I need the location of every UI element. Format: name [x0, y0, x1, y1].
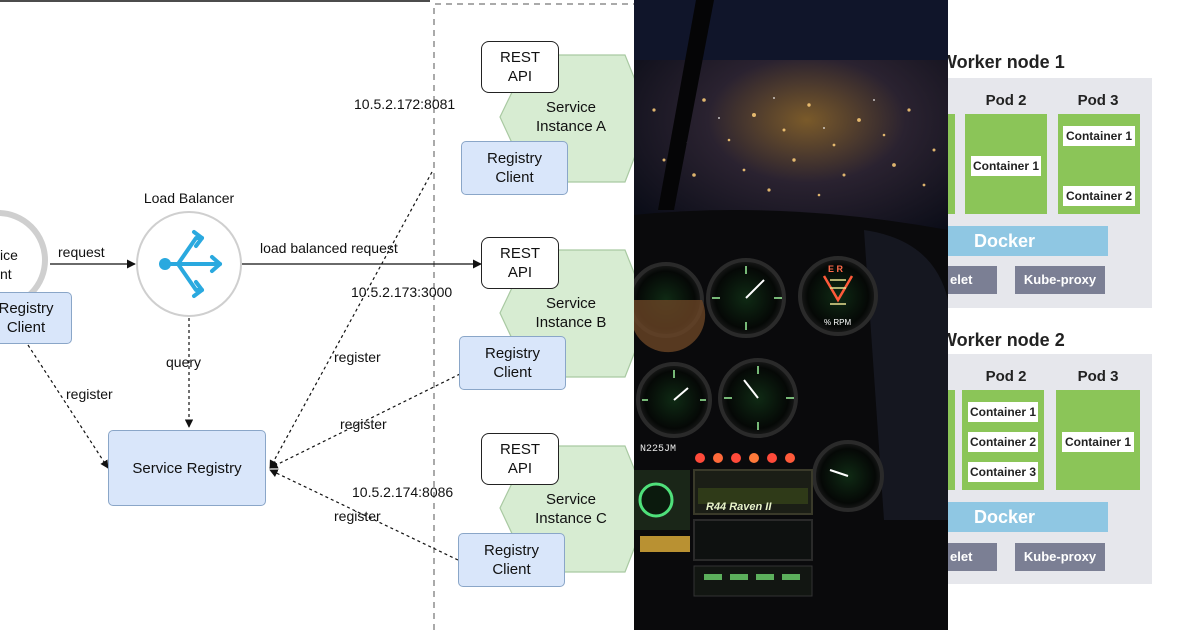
- node2-kubelet: elet: [948, 543, 997, 571]
- worker-node-1-title: Worker node 1: [948, 52, 1065, 72]
- annunciator-lights: [695, 453, 795, 463]
- instances-boundary: [433, 3, 634, 630]
- instance-b-rest-api: REST API: [481, 237, 559, 289]
- node1-pod3-container1: Container 1: [1063, 126, 1135, 146]
- panel-code: N225JM: [640, 444, 677, 455]
- gauge-ticks: [642, 266, 794, 430]
- node2-docker: Docker: [948, 502, 1108, 532]
- instance-c-address: 10.5.2.174:8086: [352, 484, 454, 500]
- instance-b-address: 10.5.2.173:3000: [351, 284, 453, 300]
- gauge-rpm: [798, 256, 878, 336]
- instance-a-label: Service Instance A: [535, 99, 607, 135]
- instance-a-rest-api: REST API: [481, 41, 559, 93]
- node1-pod2-container1: Container 1: [971, 156, 1041, 176]
- client-label: ice nt: [0, 247, 18, 282]
- node1-pod3-label: Pod 3: [1077, 92, 1119, 109]
- instance-b-registry-client: Registry Client: [459, 336, 566, 390]
- request-label: request: [58, 244, 105, 260]
- node1-pod2-label: Pod 2: [985, 92, 1027, 109]
- register-c-arrow: [269, 469, 459, 561]
- load-balanced-request-label: load balanced request: [260, 240, 398, 256]
- service-discovery-diagram: ice nt Registry Client Load Balancer req…: [0, 0, 634, 630]
- node1-pod1-partial: [948, 114, 955, 214]
- node2-pod1-partial: [948, 390, 955, 490]
- kubernetes-nodes-panel: Worker node 1 Pod 2 Pod 3 Container 1 Co…: [948, 0, 1200, 630]
- instance-c-label: Service Instance C: [535, 491, 607, 527]
- instance-a-address: 10.5.2.172:8081: [354, 96, 456, 112]
- register-client-label: register: [66, 386, 113, 402]
- instance-a-registry-client: Registry Client: [461, 141, 568, 195]
- node1-kube-proxy: Kube-proxy: [1015, 266, 1105, 294]
- node2-kube-proxy: Kube-proxy: [1015, 543, 1105, 571]
- worker-node-2-title: Worker node 2: [948, 330, 1065, 350]
- cockpit-illustration: [634, 0, 948, 630]
- gauge-er-label: E R: [828, 264, 844, 274]
- client-registry-box: Registry Client: [0, 292, 72, 344]
- node1-docker: Docker: [948, 226, 1108, 256]
- cockpit-photo: N225JM R44 Raven II E R % RPM: [634, 0, 948, 630]
- register-a-label: register: [334, 349, 381, 365]
- instance-c-registry-client: Registry Client: [458, 533, 565, 587]
- windshield-pillar: [658, 0, 714, 210]
- node2-pod3-label: Pod 3: [1077, 368, 1119, 385]
- city-lights: [652, 98, 936, 197]
- node1-pod3-container2: Container 2: [1063, 186, 1135, 206]
- register-client-arrow: [27, 344, 109, 469]
- node2-pod2-label: Pod 2: [985, 368, 1027, 385]
- gauge-rpm-label: % RPM: [824, 318, 852, 327]
- node2-pod2-container1: Container 1: [968, 402, 1038, 422]
- load-balancer-icon: [159, 230, 222, 298]
- brand-text: R44 Raven II: [706, 501, 772, 513]
- node1-kubelet: elet: [948, 266, 997, 294]
- instance-b-label: Service Instance B: [535, 295, 607, 331]
- service-registry-box: Service Registry: [108, 430, 266, 506]
- node2-pod3-container1: Container 1: [1062, 432, 1134, 452]
- register-b-label: register: [340, 416, 387, 432]
- node2-pod2-container2: Container 2: [968, 432, 1038, 452]
- instance-c-rest-api: REST API: [481, 433, 559, 485]
- query-label: query: [166, 354, 202, 370]
- node2-pod2-container3: Container 3: [968, 462, 1038, 482]
- load-balancer-label: Load Balancer: [143, 190, 235, 206]
- client-circle: [0, 210, 48, 310]
- register-a-arrow: [269, 171, 433, 469]
- register-c-label: register: [334, 508, 381, 524]
- register-b-arrow: [269, 373, 461, 469]
